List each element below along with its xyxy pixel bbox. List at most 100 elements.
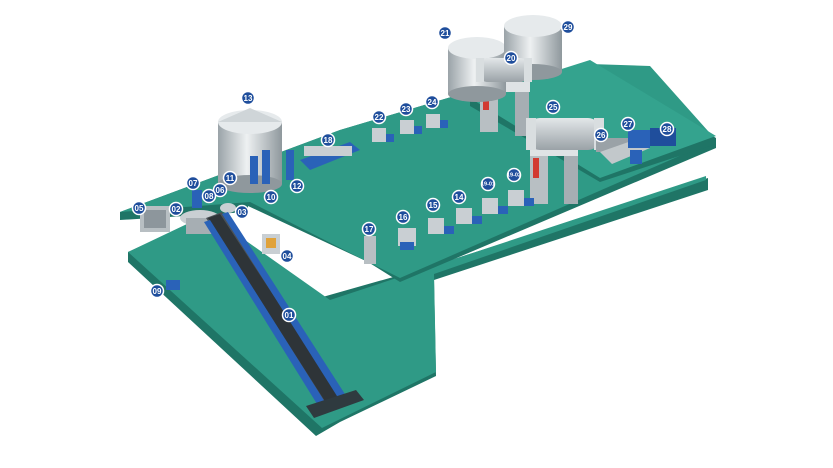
badge-label: 23 <box>402 105 411 114</box>
pressure-screen-icon <box>506 167 522 183</box>
storage-tower-icon <box>560 19 576 35</box>
screen-icon <box>201 188 217 204</box>
reject-separator-icon <box>361 221 377 237</box>
disc-thickener-icon <box>545 99 561 115</box>
badge-label: 16 <box>399 213 408 222</box>
badge-label: 19-01 <box>481 182 495 188</box>
badge-18: 18 <box>320 132 336 148</box>
badge-label: 20 <box>507 54 516 63</box>
pump-icon <box>185 175 201 191</box>
badge-label: 24 <box>428 98 437 107</box>
cleaner-bank-18 <box>250 142 360 184</box>
badge-label: 11 <box>226 174 235 183</box>
badge-20: 20 <box>503 50 519 66</box>
disc-filter-20 <box>476 58 532 82</box>
drum-screen-icon <box>131 200 147 216</box>
badge-04: 04 <box>279 248 295 264</box>
badge-label: 10 <box>267 193 276 202</box>
tank-icon <box>234 204 250 220</box>
badge-label: 22 <box>375 113 384 122</box>
badge-24: 24 <box>424 94 440 110</box>
motor-icon <box>659 121 675 137</box>
screen-icon <box>395 209 411 225</box>
pulper-icon <box>168 201 184 217</box>
pump-icon <box>263 189 279 205</box>
disperser-icon <box>620 116 636 132</box>
chain-conveyor-icon <box>281 307 297 323</box>
badge-27: 27 <box>620 116 636 132</box>
badge-29: 29 <box>560 19 576 35</box>
badge-label: 07 <box>189 179 198 188</box>
baler-icon <box>279 248 295 264</box>
badge-07: 07 <box>185 175 201 191</box>
badge-09: 09 <box>149 283 165 299</box>
badge-22: 22 <box>371 109 387 125</box>
badge-11: 11 <box>222 170 238 186</box>
badge-19-01: 19-01 <box>480 176 496 192</box>
storage-tower-icon <box>240 90 256 106</box>
badge-14: 14 <box>451 189 467 205</box>
pressure-screen-icon <box>371 109 387 125</box>
badge-12: 12 <box>289 178 305 194</box>
pressure-screen-icon <box>480 176 496 192</box>
badge-label: 09 <box>153 287 162 296</box>
badge-label: 01 <box>285 311 294 320</box>
cleaner-icon <box>222 170 238 186</box>
badge-02: 02 <box>168 201 184 217</box>
badge-label: 18 <box>324 136 333 145</box>
pressure-screen-icon <box>424 94 440 110</box>
disc-filter-icon <box>503 50 519 66</box>
badge-15: 15 <box>425 197 441 213</box>
pump-icon <box>149 283 165 299</box>
lower-floor-platform <box>128 176 708 436</box>
badge-06: 06 <box>212 182 228 198</box>
badge-01: 01 <box>281 307 297 323</box>
badge-label: 04 <box>283 252 292 261</box>
badge-label: 08 <box>205 192 214 201</box>
badge-13: 13 <box>240 90 256 106</box>
badge-label: 19-02 <box>507 173 521 179</box>
badge-label: 15 <box>429 201 438 210</box>
badge-26: 26 <box>593 127 609 143</box>
cleaner-bank-icon <box>320 132 336 148</box>
badge-17: 17 <box>361 221 377 237</box>
badge-label: 17 <box>365 225 374 234</box>
badge-label: 05 <box>135 204 144 213</box>
badge-03: 03 <box>234 204 250 220</box>
badge-25: 25 <box>545 99 561 115</box>
badge-19-02: 19-02 <box>506 167 522 183</box>
badge-label: 14 <box>455 193 464 202</box>
chain-conveyor-01 <box>204 212 364 418</box>
badge-21: 21 <box>437 25 453 41</box>
screen-row-upper <box>372 114 448 142</box>
disc-thickener-25 <box>526 118 604 150</box>
cleaner-icon <box>212 182 228 198</box>
pressure-screen-icon <box>425 197 441 213</box>
badge-label: 12 <box>293 182 302 191</box>
badge-label: 03 <box>238 208 247 217</box>
badge-label: 02 <box>172 205 181 214</box>
badge-label: 29 <box>564 23 573 32</box>
pressure-screen-icon <box>451 189 467 205</box>
badge-16: 16 <box>395 209 411 225</box>
badge-label: 28 <box>663 125 672 134</box>
pulper-area <box>140 190 280 290</box>
screw-press-icon <box>593 127 609 143</box>
badge-label: 25 <box>549 103 558 112</box>
badge-label: 21 <box>441 29 450 38</box>
badge-08: 08 <box>201 188 217 204</box>
storage-tower-icon <box>437 25 453 41</box>
badge-label: 27 <box>624 120 633 129</box>
pressure-screen-icon <box>398 101 414 117</box>
screen-icon <box>289 178 305 194</box>
badge-10: 10 <box>263 189 279 205</box>
equipment-number-badges: 01 02 03 04 05 06 07 08 09 10 11 12 13 14 15 16 17 18 19-0… <box>131 19 675 323</box>
badge-label: 06 <box>216 186 225 195</box>
badge-23: 23 <box>398 101 414 117</box>
badge-05: 05 <box>131 200 147 216</box>
badge-label: 26 <box>597 131 606 140</box>
support-frame-25 <box>530 146 578 204</box>
badge-28: 28 <box>659 121 675 137</box>
screen-row-lower <box>364 190 534 264</box>
